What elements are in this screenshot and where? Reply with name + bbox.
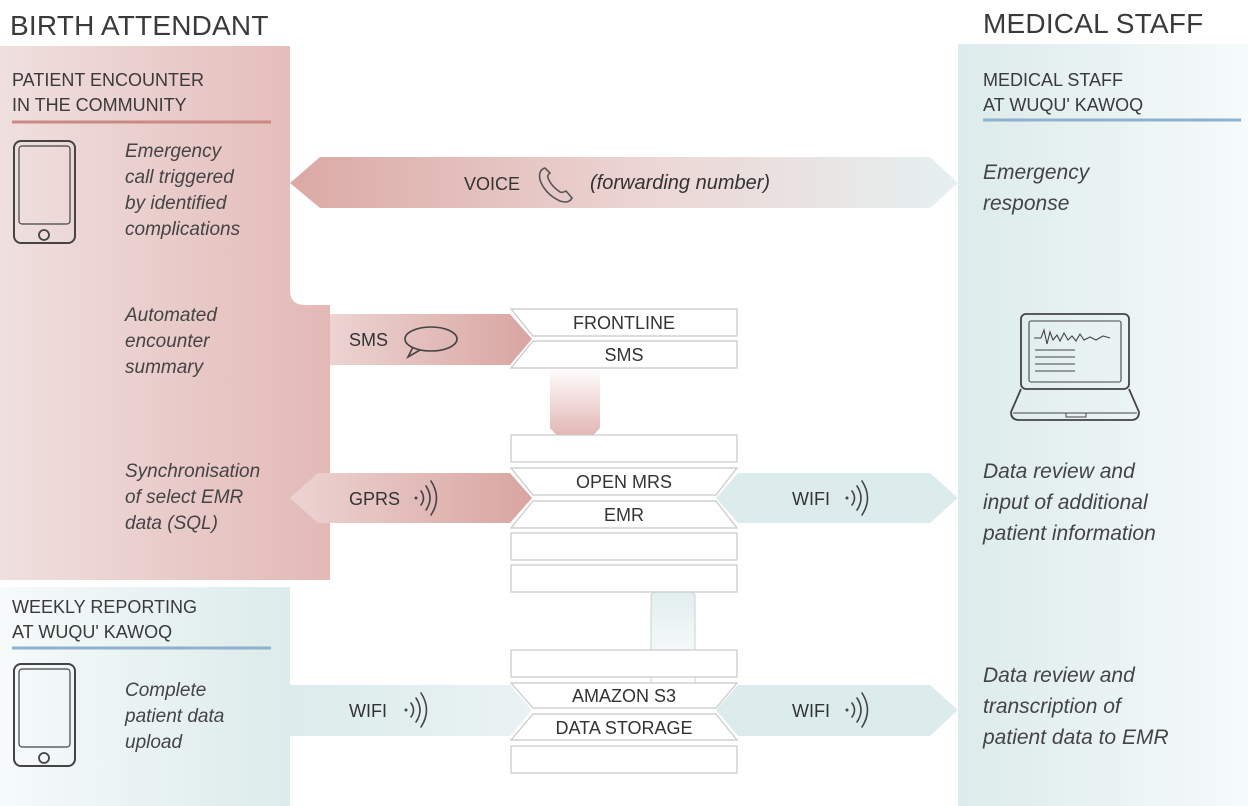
- text-line: Data review and: [983, 460, 1135, 483]
- stack-box-1: [510, 434, 738, 463]
- stack-box-4: [510, 649, 738, 678]
- text-line: Automated: [125, 305, 217, 326]
- text-line: data (SQL): [125, 513, 218, 534]
- text-line: Emergency: [983, 161, 1090, 184]
- openmrs-label: OPEN MRS: [575, 472, 672, 492]
- section-heading-line: AT WUQU' KAWOQ: [12, 622, 173, 642]
- text-line: Emergency: [125, 141, 222, 162]
- text-line: patient data: [125, 706, 225, 727]
- section-heading-medical-staff: MEDICAL STAFF AT WUQU' KAWOQ: [983, 68, 1143, 118]
- stack-box-2: [510, 532, 738, 561]
- section-heading-weekly-reporting: WEEKLY REPORTING AT WUQU' KAWOQ: [12, 595, 197, 645]
- frontline-label: FRONTLINE: [572, 313, 675, 333]
- sms-arrow: [330, 314, 532, 365]
- wifi-s3-left-arrow: [290, 685, 532, 736]
- stack-box-3: [510, 564, 738, 593]
- data-review-input-text: Data review and input of additional pati…: [983, 456, 1156, 549]
- text-line: Synchronisation: [125, 461, 261, 482]
- section-heading-patient-encounter: PATIENT ENCOUNTER IN THE COMMUNITY: [12, 68, 204, 118]
- phone-icon: [13, 140, 76, 244]
- text-line: by identified: [125, 193, 227, 214]
- emergency-response-text: Emergency response: [983, 157, 1089, 219]
- wifi-emr-arrow: [716, 473, 958, 523]
- text-line: of select EMR: [125, 487, 244, 508]
- sms-label: SMS: [349, 330, 389, 350]
- text-line: transcription of: [983, 695, 1121, 718]
- wifi-s3-right-label: WIFI: [792, 701, 830, 721]
- openmrs-box-top: [509, 467, 739, 496]
- text-line: Data review and: [983, 664, 1135, 687]
- text-line: patient information: [983, 522, 1156, 545]
- frontline-box-top: [509, 308, 738, 337]
- gprs-label: GPRS: [349, 489, 401, 509]
- stack-box-5: [510, 745, 738, 774]
- phone-icon-bottom: [13, 663, 76, 767]
- right-title: MEDICAL STAFF: [983, 8, 1204, 39]
- section-heading-line: AT WUQU' KAWOQ: [983, 95, 1144, 115]
- section-heading-line: WEEKLY REPORTING: [12, 597, 198, 617]
- frontline-sms-label: SMS: [604, 345, 644, 365]
- signal-icon: [404, 480, 869, 728]
- voice-note: (forwarding number): [590, 172, 771, 194]
- right-teal-band: [958, 44, 1248, 806]
- wifi-s3-right-arrow: [716, 685, 958, 736]
- left-teal-band: [0, 587, 290, 806]
- openmrs-box-bottom: [509, 500, 739, 529]
- s3-box-top: [509, 682, 739, 709]
- text-line: complications: [125, 219, 241, 240]
- complete-upload-text: Complete patient data upload: [125, 678, 224, 756]
- voice-arrow: [290, 157, 958, 208]
- section-heading-line: PATIENT ENCOUNTER: [12, 70, 205, 90]
- amazon-s3-label: AMAZON S3: [571, 686, 677, 706]
- gprs-arrow: [290, 473, 532, 523]
- text-line: encounter: [125, 331, 210, 352]
- laptop-icon: [1010, 313, 1140, 421]
- text-line: call triggered: [125, 167, 234, 188]
- text-line: response: [983, 192, 1070, 215]
- section-heading-line: IN THE COMMUNITY: [12, 95, 187, 115]
- synchronisation-text: Synchronisation of select EMR data (SQL): [125, 459, 260, 537]
- emr-label: EMR: [604, 505, 644, 525]
- text-line: input of additional: [983, 491, 1148, 514]
- left-title: BIRTH ATTENDANT: [10, 10, 269, 41]
- emergency-call-text: Emergency call triggered by identified c…: [125, 139, 240, 243]
- speech-bubble-icon: [404, 326, 458, 360]
- wifi-s3-left-label: WIFI: [349, 701, 387, 721]
- data-storage-label: DATA STORAGE: [555, 718, 693, 738]
- voice-label: VOICE: [464, 174, 521, 194]
- text-line: Complete: [125, 680, 207, 701]
- down-arrow: [550, 367, 600, 455]
- data-review-transcription-text: Data review and transcription of patient…: [983, 660, 1169, 753]
- handset-icon: [538, 167, 573, 203]
- text-line: patient data to EMR: [983, 726, 1169, 749]
- wifi-emr-label: WIFI: [792, 489, 830, 509]
- section-heading-line: MEDICAL STAFF: [983, 70, 1124, 90]
- s3-box-bottom: [509, 713, 739, 741]
- left-red-band: [0, 46, 330, 580]
- text-line: upload: [125, 732, 183, 753]
- automated-summary-text: Automated encounter summary: [125, 303, 217, 381]
- frontline-box-bottom: [509, 340, 738, 369]
- text-line: summary: [125, 357, 204, 378]
